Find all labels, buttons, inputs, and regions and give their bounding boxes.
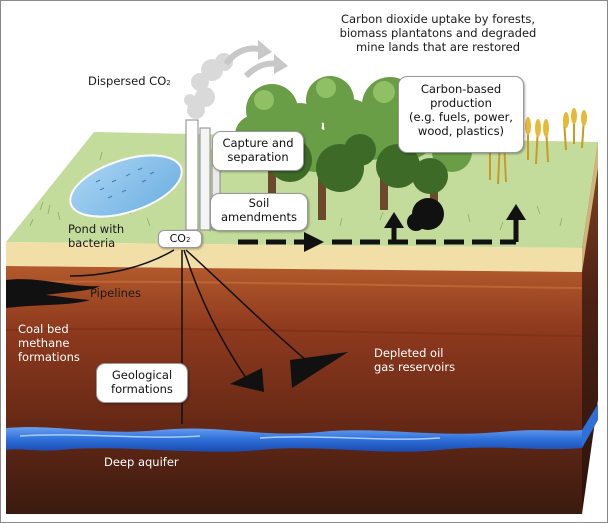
co2-tag: CO2	[158, 230, 202, 248]
smoke-plume	[184, 53, 233, 119]
carbon-production-box: Carbon-based production (e.g. fuels, pow…	[398, 76, 524, 153]
forest-uptake-label: Carbon dioxide uptake by forests, biomas…	[339, 12, 537, 54]
geological-formations-box: Geological formations	[96, 363, 188, 403]
deep-aquifer-label: Deep aquifer	[104, 455, 179, 469]
biomass-crops	[489, 114, 585, 185]
pipelines-label: Pipelines	[90, 286, 141, 300]
carbon-flow-arrow	[238, 204, 526, 252]
dispersed-co2-label: Dispersed CO2	[88, 74, 171, 88]
coal-seams	[6, 279, 100, 308]
earth-front	[6, 266, 582, 514]
coal-bed-label: Coal bed methane formations	[18, 322, 80, 364]
pond-label: Pond with bacteria	[68, 222, 125, 250]
pond	[69, 154, 183, 218]
topsoil-layer	[6, 242, 582, 272]
soil-amendments-box: Soil amendments	[210, 193, 308, 231]
deep-aquifer-band	[6, 427, 582, 452]
capture-separation-box: Capture and separation	[212, 131, 304, 171]
depleted-reservoirs-label: Depleted oil gas reservoirs	[374, 346, 456, 374]
